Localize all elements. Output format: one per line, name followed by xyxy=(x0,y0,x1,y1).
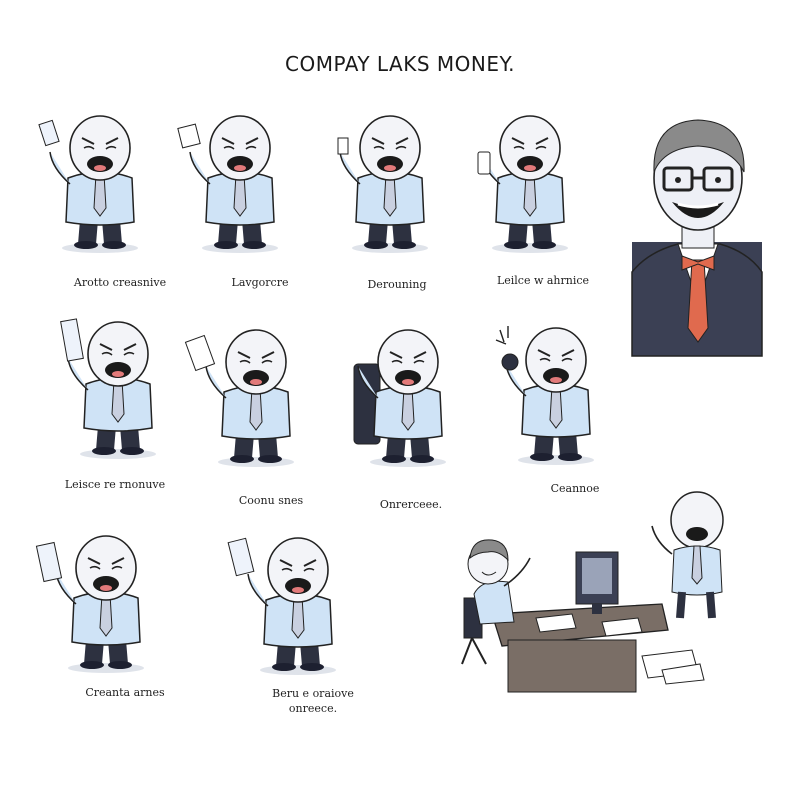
figure-yelling-2 xyxy=(177,115,279,254)
phone-icon xyxy=(477,151,491,175)
caption-9: Creanta arnes xyxy=(85,686,165,699)
caption-2: Lavgorcre xyxy=(231,276,289,289)
caption-8: Ceannoe xyxy=(550,482,600,495)
caption-6: Coonu snes xyxy=(238,494,304,507)
document-icon xyxy=(35,541,63,583)
paper-icon xyxy=(184,334,216,372)
panel-5 xyxy=(58,314,188,464)
document-icon xyxy=(227,537,255,577)
caption-1: Arotto creasnive xyxy=(73,276,167,289)
caption-10-line-2: onreece. xyxy=(288,702,338,715)
figure-yelling-1 xyxy=(38,115,139,254)
page-title: COMPAY LAKS MONEY. xyxy=(284,52,515,76)
desk-body xyxy=(507,639,637,693)
panel-9 xyxy=(35,528,176,678)
figure-yelling-8 xyxy=(495,326,595,466)
smiling-man-portrait xyxy=(631,119,763,357)
caption-7: Onrerceee. xyxy=(379,498,443,511)
figure-yelling-5 xyxy=(60,318,157,460)
panel-1 xyxy=(38,108,170,258)
paper-icon xyxy=(177,123,201,149)
panel-2 xyxy=(177,108,310,258)
panel-7 xyxy=(348,322,478,472)
figure-yelling-10 xyxy=(227,537,337,676)
caption-4: Leilce w ahrnice xyxy=(496,274,590,287)
caption-10: Beru e oraiove onreece. xyxy=(248,686,378,716)
portrait-panel xyxy=(628,102,766,358)
figure-yelling-3 xyxy=(337,115,429,254)
caption-10-line-1: Beru e oraiove xyxy=(272,687,354,700)
panel-4 xyxy=(470,108,600,258)
phone-icon xyxy=(501,353,519,371)
panel-10 xyxy=(227,530,368,680)
document-icon xyxy=(60,318,84,362)
desk xyxy=(491,603,669,647)
panel-3 xyxy=(330,108,460,258)
paper-icon xyxy=(38,119,60,147)
figure-yelling-9 xyxy=(35,535,145,674)
figure-yelling-7 xyxy=(353,329,447,468)
caption-3: Derouning xyxy=(367,278,427,291)
panel-6 xyxy=(184,322,326,472)
caption-5: Leisce re rnonuve xyxy=(64,478,166,491)
figure-yelling-6 xyxy=(184,329,295,468)
phone-icon xyxy=(337,137,349,155)
office-scene xyxy=(452,491,742,704)
figure-yelling-4 xyxy=(477,115,569,254)
office-desk-scene xyxy=(461,491,724,693)
panel-8 xyxy=(495,320,626,470)
